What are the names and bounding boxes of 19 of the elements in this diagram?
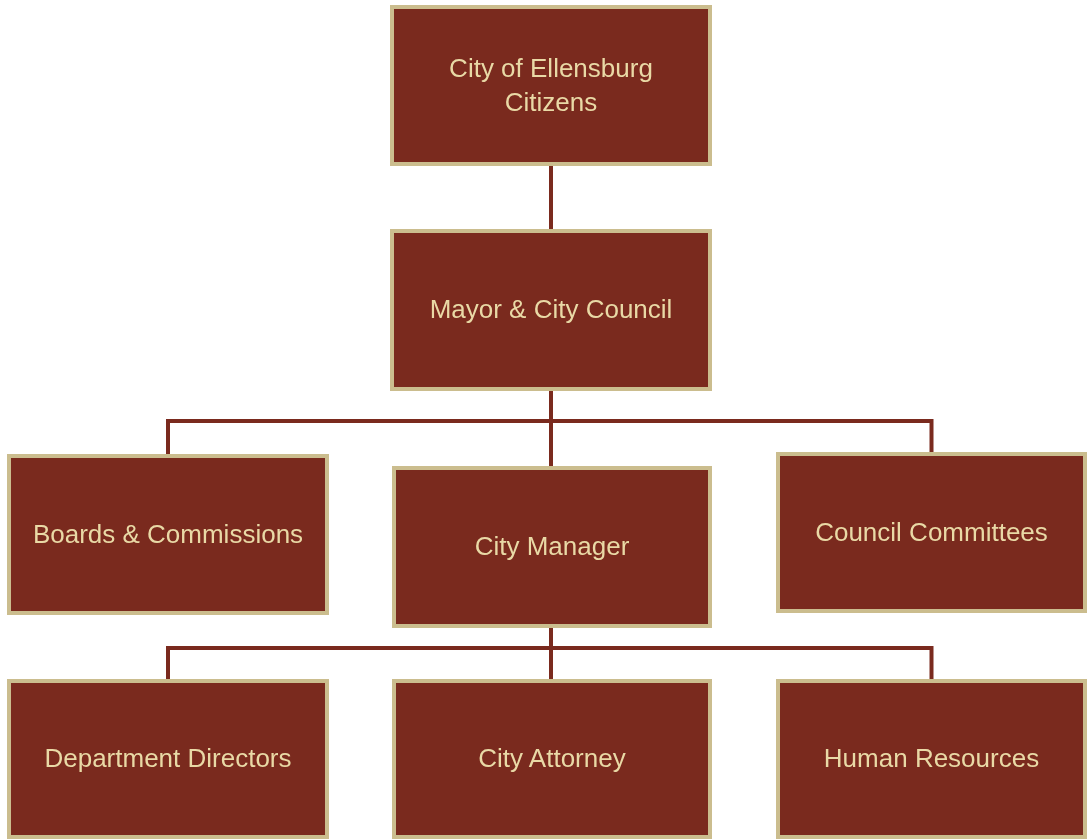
- org-box: [390, 5, 712, 166]
- org-box: [392, 466, 712, 628]
- org-box: [390, 229, 712, 391]
- box-label: City of Ellensburg Citizens: [448, 51, 654, 119]
- org-box: [776, 452, 1087, 613]
- box-label: Mayor & City Council: [429, 293, 673, 327]
- org-box: [7, 679, 329, 839]
- org-box: [776, 679, 1087, 839]
- connector-line: [549, 391, 934, 452]
- org-box: [392, 679, 712, 839]
- box-label: City Attorney: [478, 742, 626, 776]
- connector-line: [549, 166, 553, 229]
- box-label: Boards & Commissions: [32, 517, 304, 551]
- box-label: City Manager: [474, 530, 630, 564]
- connector-line: [549, 628, 934, 679]
- box-label: Department Directors: [44, 742, 292, 776]
- org-box: [7, 454, 329, 615]
- box-label: Council Committees: [815, 515, 1048, 549]
- box-label: Human Resources: [823, 742, 1040, 776]
